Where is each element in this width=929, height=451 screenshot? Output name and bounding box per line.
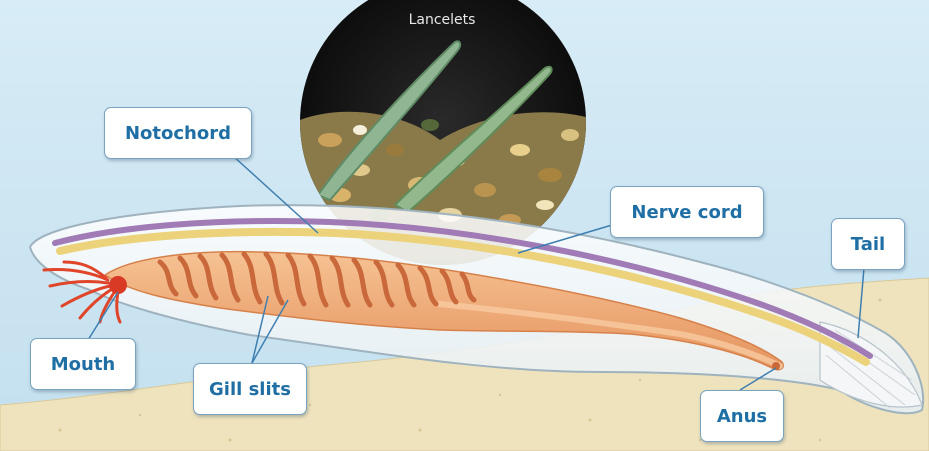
mouth-label: Mouth (30, 338, 136, 390)
leader-lines (87, 145, 865, 391)
photo-caption: Lancelets (408, 12, 476, 28)
notochord-label: Notochord (104, 107, 252, 159)
nerve-cord-leader (517, 224, 613, 254)
gill-slits-leader-1 (251, 295, 269, 364)
mouth-opening (109, 276, 127, 294)
gill-slits-leader-2 (251, 299, 289, 364)
anus-label: Anus (700, 390, 784, 442)
tail-leader (857, 267, 865, 339)
tail-label: Tail (831, 218, 905, 270)
nerve-cord (52, 217, 873, 359)
nerve-cord-label: Nerve cord (610, 186, 764, 238)
lancelet-body (28, 204, 925, 415)
lancelet-left (316, 40, 462, 202)
notochord (56, 227, 870, 366)
notochord-leader (221, 145, 319, 234)
mouth-leader (87, 291, 119, 341)
anus-opening (772, 362, 780, 370)
gill-slit-bars (157, 251, 477, 308)
lancelet-right (393, 65, 553, 214)
anus-leader (739, 367, 777, 391)
tail-fin-rays (825, 329, 916, 409)
gill-slits-label: Gill slits (193, 363, 307, 415)
intestine (437, 301, 783, 369)
